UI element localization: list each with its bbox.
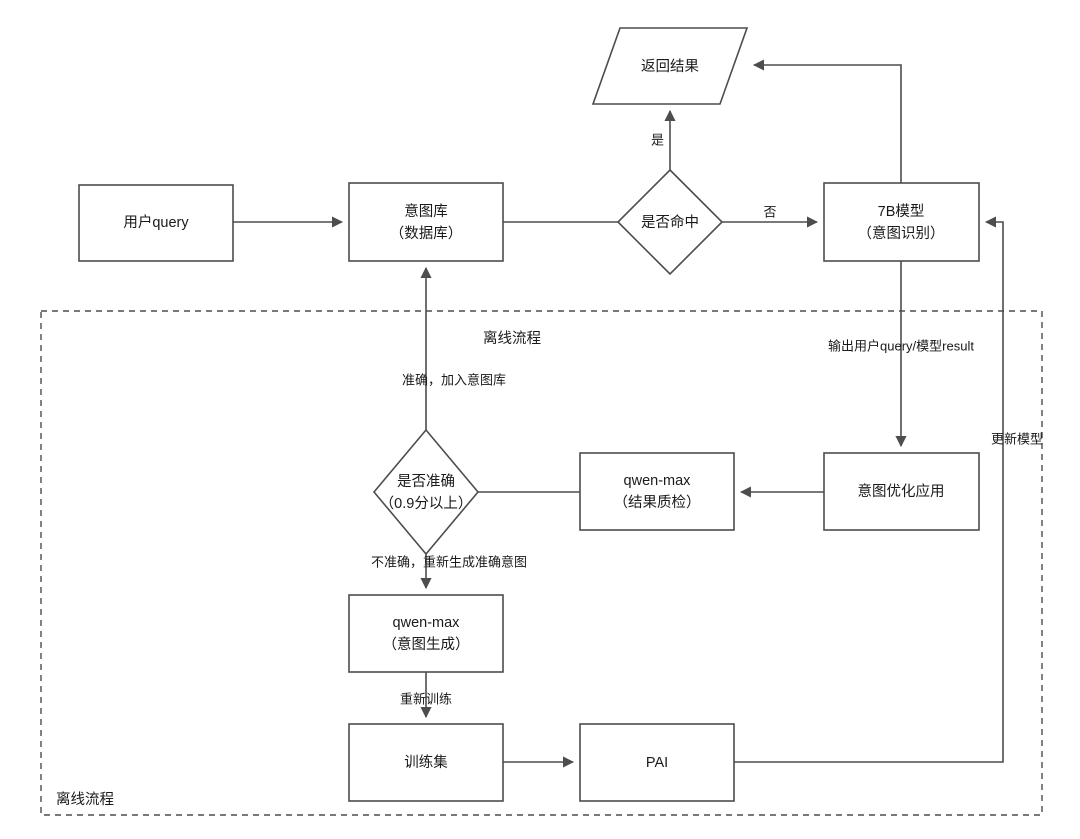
node-qwen-max-qc[interactable]: qwen-max （结果质检）	[579, 452, 735, 531]
offline-process-label-bottom: 离线流程	[56, 791, 114, 808]
node-user-query-label: 用户query	[123, 214, 189, 231]
node-train-set[interactable]: 训练集	[348, 723, 504, 802]
node-intent-db-label-line1: 意图库	[404, 202, 448, 220]
node-accuracy-decision-label-line1: 是否准确	[397, 473, 455, 490]
node-qwen-max-qc-label-line1: qwen-max	[624, 473, 692, 489]
node-train-set-label: 训练集	[404, 754, 448, 771]
offline-process-group	[40, 310, 1043, 816]
node-model-7b-label-line2: （意图识别）	[858, 224, 945, 242]
edge-label-output-query-result: 输出用户query/模型result	[828, 338, 974, 353]
node-user-query[interactable]: 用户query	[78, 184, 234, 262]
edge-label-hit-no: 否	[763, 204, 776, 219]
node-accuracy-decision[interactable]: 是否准确 （0.9分以上）	[372, 428, 480, 556]
node-qwen-max-gen-label-line2: （意图生成）	[383, 635, 470, 653]
node-return-result-label: 返回结果	[641, 58, 699, 75]
node-pai-label: PAI	[646, 755, 668, 771]
offline-process-label-top: 离线流程	[483, 330, 541, 347]
node-intent-opt-app-label: 意图优化应用	[858, 482, 945, 500]
node-return-result[interactable]: 返回结果	[591, 27, 749, 105]
node-intent-db[interactable]: 意图库 （数据库）	[348, 182, 504, 262]
edge-label-hit-yes: 是	[651, 132, 664, 147]
node-intent-opt-app[interactable]: 意图优化应用	[823, 452, 980, 531]
edge-pai-to-model-7b-update	[734, 216, 1004, 763]
node-model-7b[interactable]: 7B模型 （意图识别）	[823, 182, 980, 262]
node-hit-decision[interactable]: 是否命中	[616, 168, 724, 276]
node-qwen-max-gen-label-line1: qwen-max	[393, 615, 461, 631]
node-pai[interactable]: PAI	[579, 723, 735, 802]
node-qwen-max-gen[interactable]: qwen-max （意图生成）	[348, 594, 504, 673]
node-qwen-max-qc-label-line2: （结果质检）	[614, 494, 701, 511]
node-hit-decision-label: 是否命中	[641, 213, 699, 231]
edge-label-retrain: 重新训练	[400, 691, 452, 706]
edge-label-accurate-add-to-db: 准确，加入意图库	[402, 372, 506, 387]
node-model-7b-label-line1: 7B模型	[878, 203, 925, 220]
edge-model-7b-to-return-result	[752, 59, 902, 183]
node-accuracy-decision-label-line2: （0.9分以上）	[380, 495, 473, 512]
node-intent-db-label-line2: （数据库）	[390, 225, 463, 242]
edge-label-inaccurate-regen: 不准确，重新生成准确意图	[371, 554, 527, 569]
edge-label-update-model: 更新模型	[991, 431, 1043, 446]
